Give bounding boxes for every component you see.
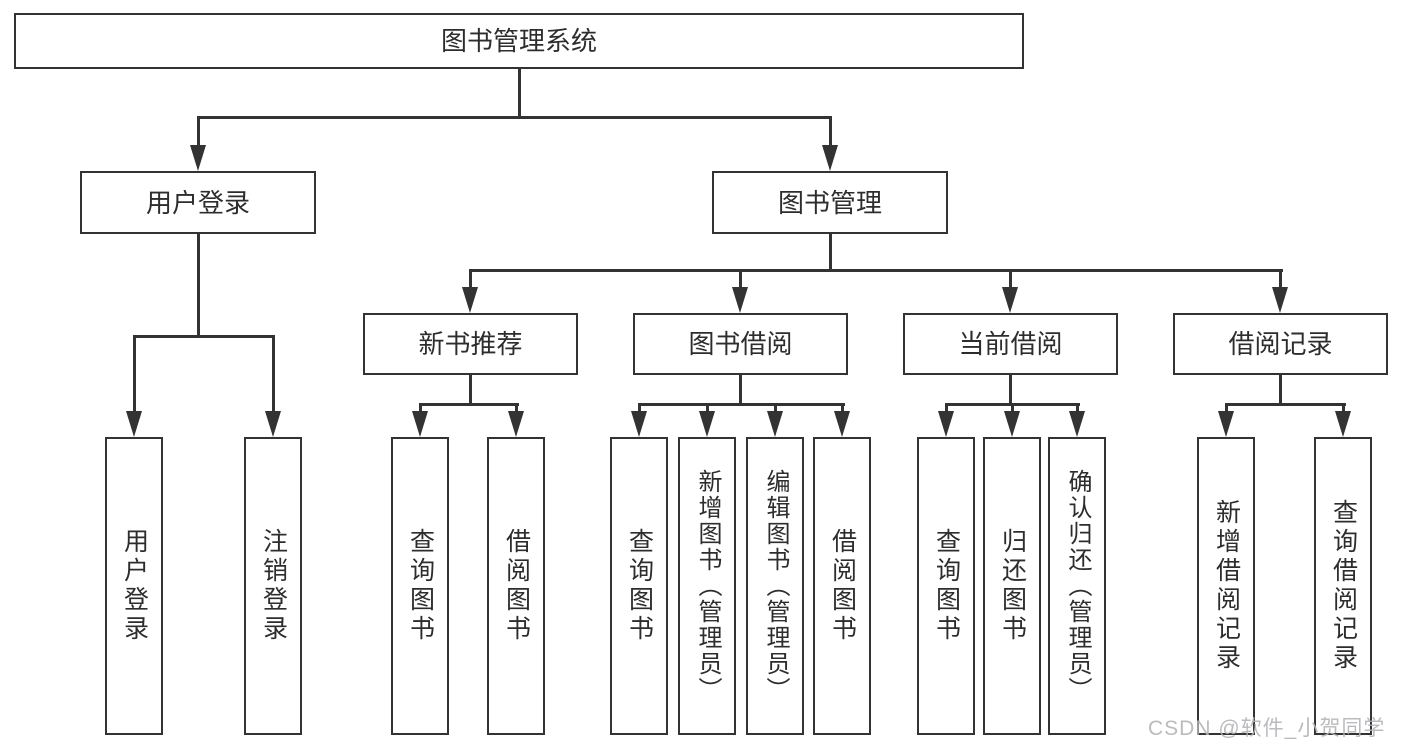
- connector-line: [515, 403, 518, 413]
- arrow-down-icon: [462, 287, 478, 313]
- node-user-login-branch: 用户登录: [80, 171, 316, 234]
- arrow-down-icon: [699, 411, 715, 437]
- connector-line: [1279, 375, 1282, 406]
- node-label: 图书管理系统: [440, 26, 597, 56]
- connector-line: [1225, 403, 1346, 406]
- node-label: 当前借阅: [958, 329, 1063, 359]
- node-confirm-return-admin: 确认归还（管理员）: [1048, 437, 1106, 735]
- node-label: 归还图书: [998, 528, 1027, 644]
- connector-line: [774, 403, 777, 413]
- connector-line: [469, 269, 472, 290]
- node-label: 图书管理: [777, 187, 882, 218]
- node-add-borrow-record: 新增借阅记录: [1197, 437, 1255, 735]
- node-book-borrowing: 图书借阅: [633, 313, 848, 375]
- node-label: 确认归还（管理员）: [1064, 469, 1091, 703]
- node-library-management-system: 图书管理系统: [14, 13, 1024, 69]
- node-new-book-recommendation: 新书推荐: [363, 313, 578, 375]
- node-label: 借阅图书: [828, 528, 857, 644]
- node-query-books: 查询图书: [917, 437, 975, 735]
- connector-line: [469, 269, 1283, 272]
- node-book-management-branch: 图书管理: [712, 171, 948, 234]
- node-label: 查询图书: [932, 528, 961, 644]
- node-label: 借阅图书: [502, 528, 531, 644]
- connector-line: [469, 375, 472, 406]
- node-query-books: 查询图书: [391, 437, 449, 735]
- arrow-down-icon: [126, 411, 142, 437]
- node-label: 新增图书（管理员）: [694, 469, 721, 703]
- arrow-down-icon: [767, 411, 783, 437]
- connector-line: [739, 269, 742, 290]
- node-label: 用户登录: [120, 528, 149, 644]
- arrow-down-icon: [1069, 411, 1085, 437]
- arrow-down-icon: [508, 411, 524, 437]
- arrow-down-icon: [1272, 287, 1288, 313]
- connector-line: [841, 403, 844, 413]
- arrow-down-icon: [1002, 287, 1018, 313]
- connector-line: [197, 116, 831, 119]
- connector-line: [739, 375, 742, 406]
- node-add-books-admin: 新增图书（管理员）: [678, 437, 736, 735]
- node-query-books: 查询图书: [610, 437, 668, 735]
- node-return-books: 归还图书: [983, 437, 1041, 735]
- arrow-down-icon: [265, 411, 281, 437]
- node-label: 新书推荐: [418, 329, 523, 359]
- connector-line: [1076, 403, 1079, 413]
- node-label: 借阅记录: [1228, 329, 1333, 359]
- arrow-down-icon: [412, 411, 428, 437]
- connector-line: [829, 234, 832, 272]
- arrow-down-icon: [1335, 411, 1351, 437]
- node-label: 新增借阅记录: [1212, 499, 1241, 673]
- connector-line: [133, 335, 275, 338]
- connector-line: [1011, 403, 1014, 413]
- arrow-down-icon: [822, 145, 838, 171]
- arrow-down-icon: [1004, 411, 1020, 437]
- arrow-down-icon: [1218, 411, 1234, 437]
- csdn-watermark: CSDN @软件_小贺同学: [1148, 717, 1386, 740]
- connector-line: [133, 335, 136, 413]
- connector-line: [197, 234, 200, 337]
- connector-line: [197, 116, 200, 148]
- arrow-down-icon: [190, 145, 206, 171]
- connector-line: [419, 403, 519, 406]
- connector-line: [1225, 403, 1228, 413]
- connector-line: [1009, 375, 1012, 406]
- connector-line: [638, 403, 641, 413]
- node-borrowing-records: 借阅记录: [1173, 313, 1388, 375]
- connector-line: [1009, 269, 1012, 290]
- node-label: 图书借阅: [688, 329, 793, 359]
- arrow-down-icon: [834, 411, 850, 437]
- connector-line: [419, 403, 422, 413]
- connector-line: [1342, 403, 1345, 413]
- connector-line: [638, 403, 845, 406]
- node-borrow-books: 借阅图书: [487, 437, 545, 735]
- arrow-down-icon: [631, 411, 647, 437]
- node-label: 注销登录: [259, 528, 288, 644]
- connector-line: [945, 403, 948, 413]
- node-label: 查询图书: [406, 528, 435, 644]
- node-query-borrow-record: 查询借阅记录: [1314, 437, 1372, 735]
- node-label: 查询借阅记录: [1329, 499, 1358, 673]
- connector-line: [706, 403, 709, 413]
- node-edit-books-admin: 编辑图书（管理员）: [746, 437, 804, 735]
- node-label: 用户登录: [145, 187, 250, 218]
- arrow-down-icon: [938, 411, 954, 437]
- arrow-down-icon: [732, 287, 748, 313]
- node-label: 编辑图书（管理员）: [762, 469, 789, 703]
- node-label: 查询图书: [625, 528, 654, 644]
- node-user-login: 用户登录: [105, 437, 163, 735]
- node-current-borrowing: 当前借阅: [903, 313, 1118, 375]
- node-logout: 注销登录: [244, 437, 302, 735]
- connector-line: [272, 335, 275, 413]
- node-borrow-books: 借阅图书: [813, 437, 871, 735]
- connector-line: [829, 116, 832, 148]
- connector-line: [518, 68, 521, 118]
- connector-line: [1279, 269, 1282, 290]
